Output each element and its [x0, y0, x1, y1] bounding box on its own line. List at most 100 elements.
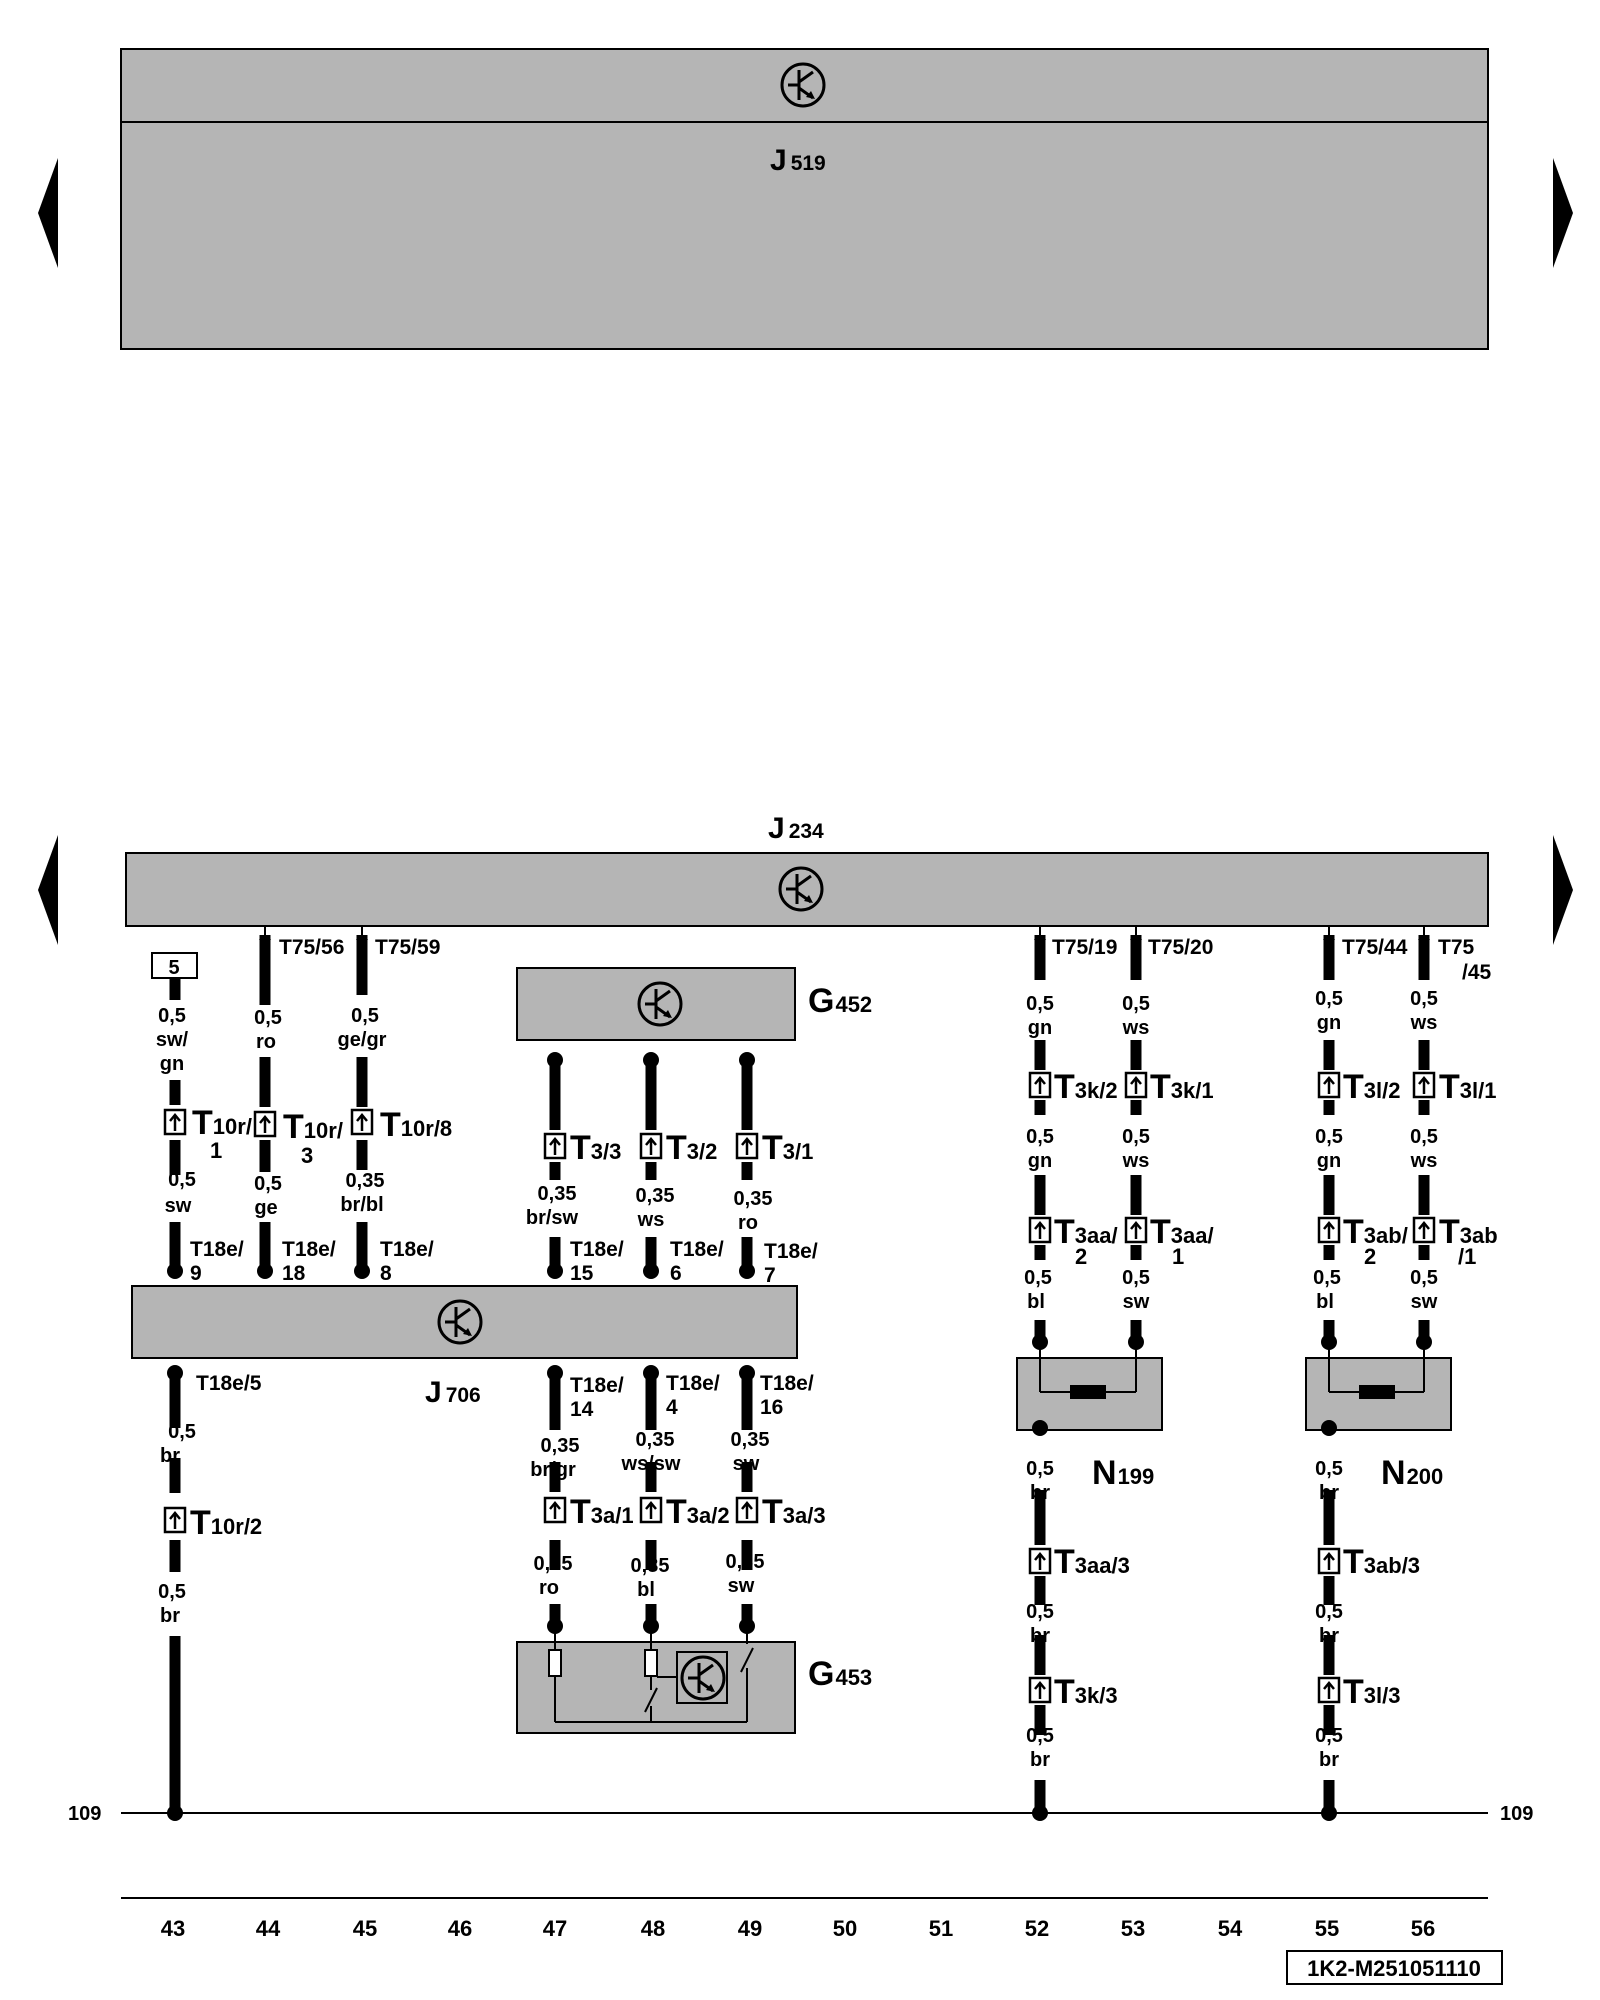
svg-text:16: 16	[760, 1396, 783, 1419]
nav-right-arrow-icon[interactable]	[1553, 835, 1573, 945]
connector-t3ab-2: T3ab/	[1343, 1213, 1408, 1251]
svg-text:ro: ro	[738, 1212, 758, 1234]
svg-text:0,5: 0,5	[1315, 1601, 1343, 1623]
nav-left-arrow-icon[interactable]	[38, 158, 58, 268]
svg-text:br: br	[160, 1605, 180, 1627]
svg-text:T18e/5: T18e/5	[196, 1372, 262, 1395]
svg-text:T18e/: T18e/	[190, 1238, 244, 1261]
connector-t3ab-2-b: 2	[1364, 1244, 1376, 1269]
svg-text:gn: gn	[1028, 1150, 1052, 1172]
connector-t3k-1: T3k/1	[1150, 1068, 1214, 1106]
svg-text:ge: ge	[254, 1197, 277, 1219]
nav-left-arrow-icon[interactable]	[38, 835, 58, 945]
svg-text:ge/gr: ge/gr	[338, 1029, 387, 1051]
svg-text:br: br	[1030, 1749, 1050, 1771]
g453-label: G453	[808, 1655, 872, 1693]
svg-text:gn: gn	[1028, 1017, 1052, 1039]
pin-t75-59: T75/59	[375, 936, 440, 959]
svg-text:0,5: 0,5	[1122, 1126, 1150, 1148]
connector-t3aa-1: T3aa/	[1150, 1213, 1214, 1251]
ground-ref-right: 109	[1500, 1803, 1533, 1825]
svg-text:0,35: 0,35	[631, 1555, 670, 1577]
svg-text:53: 53	[1121, 1916, 1145, 1941]
svg-text:6: 6	[670, 1262, 682, 1285]
svg-text:ro: ro	[539, 1577, 559, 1599]
svg-text:51: 51	[929, 1916, 953, 1941]
svg-text:T18e/: T18e/	[666, 1372, 720, 1395]
svg-text:0,5: 0,5	[1315, 1725, 1343, 1747]
svg-text:14: 14	[570, 1398, 594, 1421]
pin-t75-45: T75	[1438, 936, 1475, 959]
svg-text:44: 44	[256, 1916, 281, 1941]
svg-text:0,35: 0,35	[731, 1429, 770, 1451]
svg-text:0,5: 0,5	[1122, 993, 1150, 1015]
module-j234	[125, 852, 1489, 927]
svg-text:0,5: 0,5	[158, 1005, 186, 1027]
ground-ref-left: 109	[68, 1803, 101, 1825]
svg-text:ws/sw: ws/sw	[621, 1453, 681, 1475]
svg-text:1K2-M251051110: 1K2-M251051110	[1307, 1956, 1481, 1981]
n200-label: N200	[1381, 1454, 1443, 1492]
svg-text:T18e/: T18e/	[670, 1238, 724, 1261]
sensor-g453	[516, 1626, 796, 1734]
connector-t10r-3: T10r/	[283, 1108, 343, 1146]
svg-text:49: 49	[738, 1916, 762, 1941]
svg-text:sw/: sw/	[156, 1029, 189, 1051]
svg-text:0,35: 0,35	[636, 1429, 675, 1451]
svg-text:0,35: 0,35	[636, 1185, 675, 1207]
svg-text:ws: ws	[637, 1209, 665, 1231]
svg-text:sw: sw	[733, 1453, 760, 1475]
wire-labels: 0,5 sw/ gn 0,5 sw 0,5 br 0,5 br 0,5 ro 0…	[156, 988, 1438, 1771]
connector-t3a-2: T3a/2	[666, 1493, 730, 1531]
svg-text:56: 56	[1411, 1916, 1435, 1941]
svg-text:0,5: 0,5	[1026, 1126, 1054, 1148]
svg-text:T18e/: T18e/	[570, 1374, 624, 1397]
svg-text:0,5: 0,5	[351, 1005, 379, 1027]
svg-text:ws: ws	[1122, 1150, 1150, 1172]
svg-text:sw: sw	[728, 1575, 755, 1597]
ground-line-109: 109 109	[68, 1803, 1533, 1825]
pin-t75-20: T75/20	[1148, 936, 1213, 959]
svg-text:br/gr: br/gr	[530, 1459, 576, 1481]
svg-text:50: 50	[833, 1916, 857, 1941]
svg-text:br: br	[1319, 1749, 1339, 1771]
svg-text:0,35: 0,35	[734, 1188, 773, 1210]
svg-text:0,5: 0,5	[1315, 1126, 1343, 1148]
t18e-pin-labels: T18e/ 9 T18e/ 18 T18e/ 8 T18e/ 15 T18e/ …	[190, 1238, 818, 1421]
nav-right-arrow-icon[interactable]	[1553, 158, 1573, 268]
connector-t3a-3: T3a/3	[762, 1493, 826, 1531]
svg-text:T18e/: T18e/	[764, 1240, 818, 1263]
svg-text:0,5: 0,5	[1026, 1601, 1054, 1623]
svg-text:T18e/: T18e/	[282, 1238, 336, 1261]
svg-text:46: 46	[448, 1916, 472, 1941]
svg-text:br: br	[1030, 1482, 1050, 1504]
svg-text:T18e/: T18e/	[760, 1372, 814, 1395]
svg-text:52: 52	[1025, 1916, 1049, 1941]
pin-t75-56: T75/56	[279, 936, 344, 959]
connector-t3-3: T3/3	[570, 1129, 621, 1167]
svg-text:0,5: 0,5	[1026, 1725, 1054, 1747]
svg-text:0,5: 0,5	[1410, 988, 1438, 1010]
svg-text:55: 55	[1315, 1916, 1339, 1941]
svg-text:br: br	[1319, 1625, 1339, 1647]
connector-t3a-1: T3a/1	[570, 1493, 634, 1531]
module-j706	[131, 1285, 798, 1359]
svg-text:ws: ws	[1122, 1017, 1150, 1039]
svg-text:0,5: 0,5	[158, 1581, 186, 1603]
svg-text:15: 15	[570, 1262, 594, 1285]
svg-text:0,5: 0,5	[1315, 1458, 1343, 1480]
svg-text:sw: sw	[165, 1195, 192, 1217]
svg-text:0,35: 0,35	[534, 1553, 573, 1575]
svg-text:0,5: 0,5	[254, 1007, 282, 1029]
svg-text:0,5: 0,5	[1026, 993, 1054, 1015]
svg-text:br/sw: br/sw	[526, 1207, 579, 1229]
svg-text:0,5: 0,5	[1410, 1267, 1438, 1289]
pin-t75-45-b: /45	[1462, 961, 1492, 984]
svg-text:0,5: 0,5	[1026, 1458, 1054, 1480]
svg-text:48: 48	[641, 1916, 665, 1941]
connector-t3ab-1-b: /1	[1458, 1244, 1476, 1269]
